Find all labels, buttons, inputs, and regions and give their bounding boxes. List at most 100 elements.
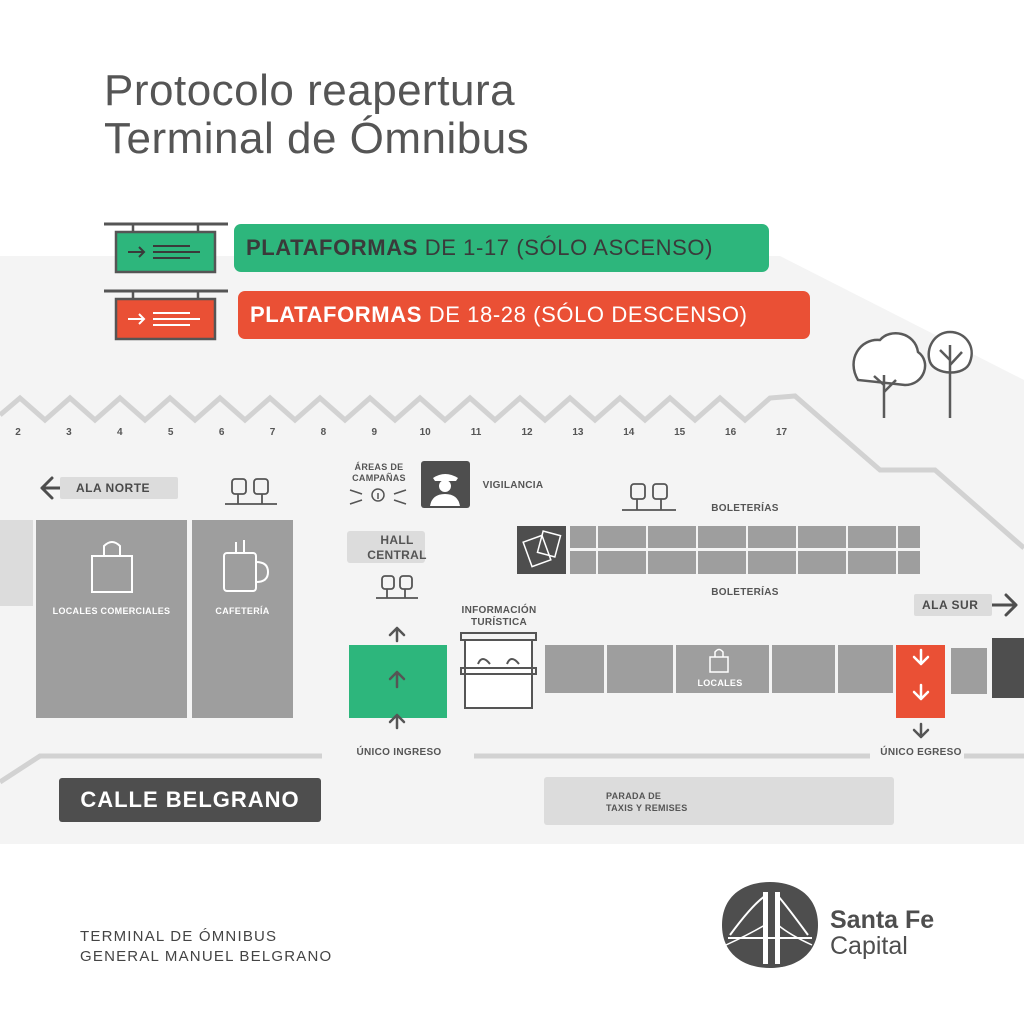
brand-line-1: Santa Fe [830, 906, 935, 934]
boleteria-cell [570, 551, 596, 574]
arrow-down-icon [912, 722, 930, 739]
legend-ascenso-rest: DE 1-17 (SÓLO ASCENSO) [418, 235, 713, 260]
platform-number: 15 [674, 427, 686, 438]
seats-icon [225, 478, 277, 505]
bridge-logo-icon [722, 882, 818, 968]
platform-zigzag-line [0, 393, 1024, 550]
seats-icon [622, 483, 676, 511]
footer-line-1: TERMINAL DE ÓMNIBUS [80, 928, 278, 945]
platform-number: 4 [117, 427, 123, 438]
shopping-bag-icon [91, 541, 133, 593]
legend-descenso: PLATAFORMAS DE 18-28 (SÓLO DESCENSO) [238, 291, 810, 339]
info-icon [349, 488, 407, 505]
arrow-down-icon [912, 648, 930, 666]
taxis-line-2: TAXIS Y REMISES [606, 803, 688, 813]
taxis-line-1: PARADA DE [606, 791, 662, 801]
informacion-line-1: INFORMACIÓN [461, 605, 537, 616]
platform-number: 13 [572, 427, 584, 438]
boleteria-cell [848, 551, 896, 574]
boleteria-cell [798, 526, 846, 548]
footer-line-2: GENERAL MANUEL BELGRANO [80, 948, 333, 965]
legend-descenso-strong: PLATAFORMAS [250, 302, 422, 327]
seats-icon [376, 575, 418, 599]
boleteria-cell [698, 551, 746, 574]
ala-sur-label: ALA SUR [914, 594, 992, 616]
calle-belgrano-sign: CALLE BELGRANO [59, 778, 321, 822]
platform-number: 14 [623, 427, 635, 438]
platform-number: 5 [167, 427, 174, 438]
platform-number: 8 [320, 427, 327, 438]
cafeteria-label: CAFETERÍA [215, 606, 270, 616]
platform-number: 2 [15, 427, 21, 438]
platform-number: 3 [66, 427, 72, 438]
tree-icon [852, 332, 927, 418]
hall-central-line-1: HALL [380, 533, 414, 547]
arrow-up-icon [388, 713, 406, 730]
areas-campanas-line-2: CAMPAÑAS [352, 473, 406, 483]
shopping-bag-icon [709, 648, 729, 673]
boleterias-bottom-label: BOLETERÍAS [711, 587, 779, 598]
boleteria-cell [748, 526, 796, 548]
platform-number: 10 [419, 427, 431, 438]
boleteria-cell [598, 551, 646, 574]
boleteria-cell [748, 551, 796, 574]
legend-descenso-rest: DE 18-28 (SÓLO DESCENSO) [422, 302, 748, 327]
boleteria-cell [848, 526, 896, 548]
platform-number: 17 [775, 427, 788, 438]
arrow-up-icon [388, 670, 406, 689]
right-small-block [951, 648, 987, 694]
sign-arrow-icon [104, 222, 228, 274]
vigilancia-label: VIGILANCIA [482, 480, 544, 491]
unico-egreso-label: ÚNICO EGRESO [880, 747, 962, 758]
locales-comerciales-block [36, 520, 187, 718]
boleteria-cell [898, 526, 920, 548]
platform-number: 12 [521, 427, 533, 438]
boleteria-cell [648, 526, 696, 548]
coffee-mug-icon [223, 540, 270, 592]
boleteria-cell [570, 526, 596, 548]
legend-ascenso: PLATAFORMAS DE 1-17 (SÓLO ASCENSO) [234, 224, 769, 272]
title-line-1: Protocolo reapertura [104, 66, 516, 115]
sign-arrow-icon [104, 289, 228, 341]
info-kiosk-icon [460, 632, 537, 709]
guard-icon [421, 461, 470, 508]
hall-central-chip [347, 531, 425, 563]
road-line-left [0, 753, 322, 785]
informacion-line-2: TURÍSTICA [470, 617, 528, 628]
platform-number: 9 [371, 427, 378, 438]
boleterias-grid [570, 526, 920, 574]
title-line-2: Terminal de Ómnibus [104, 114, 530, 163]
locales-row [545, 645, 893, 693]
right-dark-block [992, 638, 1024, 698]
ala-norte-label: ALA NORTE [60, 477, 178, 499]
left-edge-block [0, 520, 33, 606]
arrow-right-icon [986, 593, 1018, 617]
boleteria-cell [898, 551, 920, 574]
locales-comerciales-label: LOCALES COMERCIALES [52, 606, 171, 616]
boleterias-top-label: BOLETERÍAS [711, 503, 779, 514]
areas-campanas-line-1: ÁREAS DE [354, 462, 404, 472]
boleteria-cell [698, 526, 746, 548]
boleteria-cell [648, 551, 696, 574]
local-cell [607, 645, 673, 693]
local-cell [545, 645, 604, 693]
local-cell [838, 645, 893, 693]
unico-ingreso-label: ÚNICO INGRESO [356, 747, 442, 758]
legend-ascenso-strong: PLATAFORMAS [246, 235, 418, 260]
locales-label: LOCALES [697, 678, 743, 688]
platform-number: 11 [470, 427, 482, 438]
local-cell [772, 645, 835, 693]
hall-central-line-2: CENTRAL [367, 548, 427, 562]
platform-number: 16 [725, 427, 737, 438]
taxi-stop-zone [544, 777, 894, 825]
platform-number: 6 [218, 427, 225, 438]
cafeteria-block [192, 520, 293, 718]
tree-icon [927, 330, 973, 418]
boleteria-cell [798, 551, 846, 574]
tickets-icon [517, 526, 566, 574]
brand-line-2: Capital [830, 932, 908, 960]
platform-number: 7 [269, 427, 276, 438]
boleteria-cell [598, 526, 646, 548]
arrow-up-icon [388, 626, 406, 643]
